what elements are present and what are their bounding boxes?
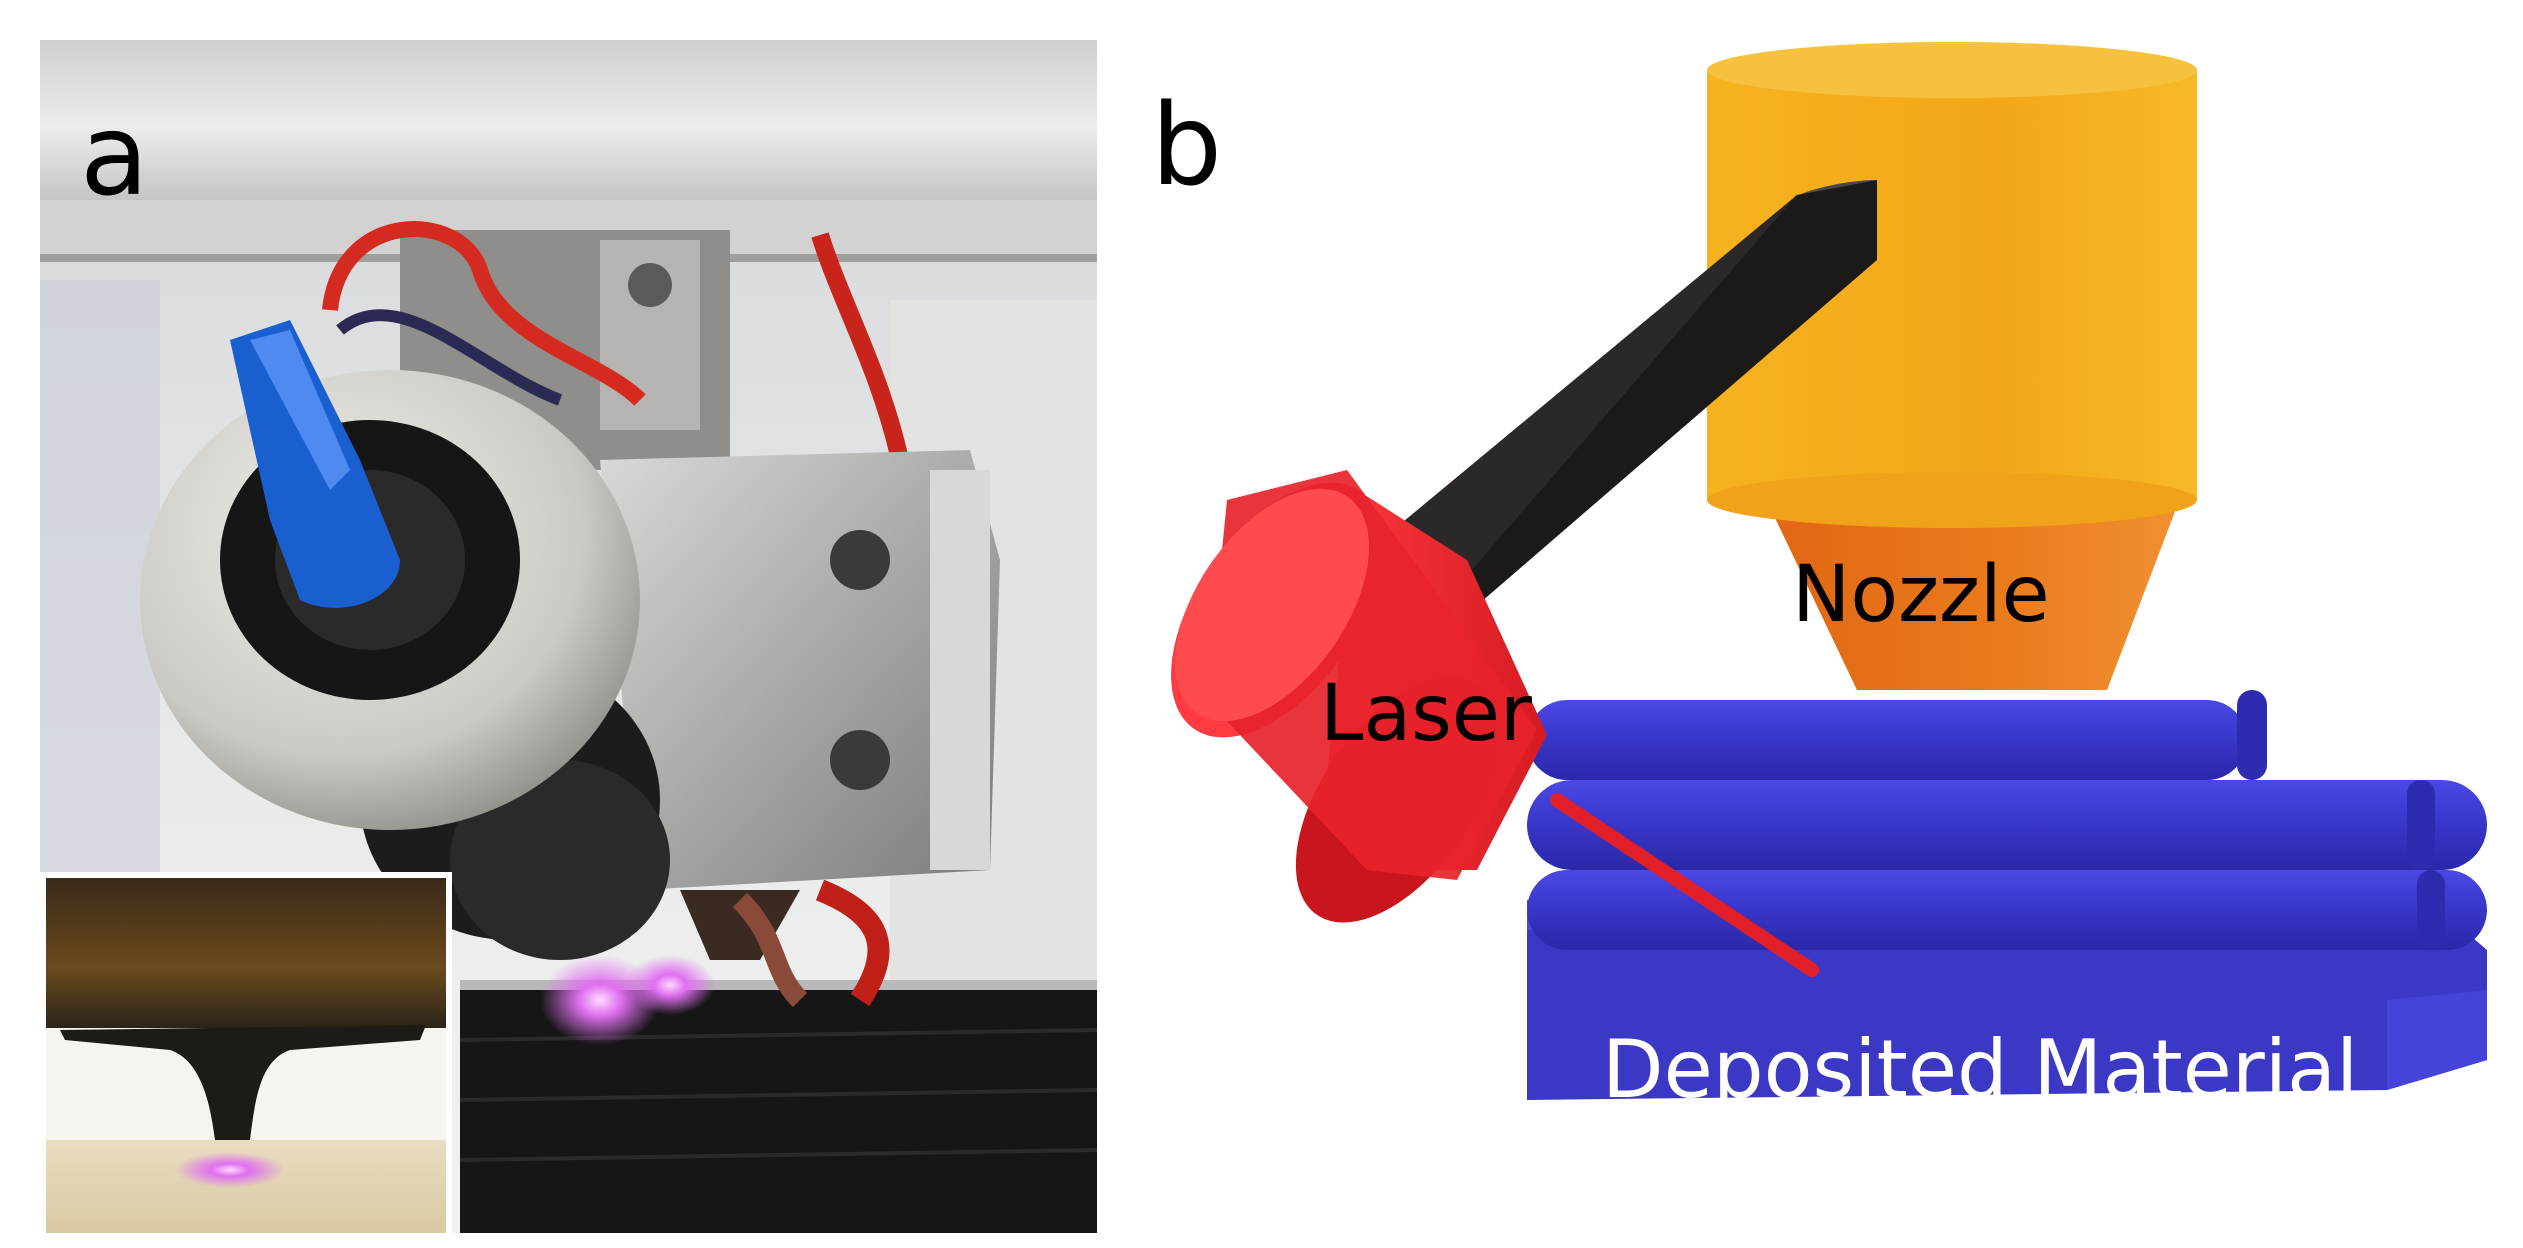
panel-a-photo: a [40, 40, 1097, 1233]
panel-b-letter: b [1151, 81, 1223, 211]
nozzle [1707, 42, 2197, 690]
deposited-material-label: Deposited Material [1602, 1023, 2359, 1116]
laser-label: Laser [1320, 669, 1532, 759]
mounting-arm [1357, 180, 1877, 640]
panel-b-diagram: b Nozzle Laser Deposited Material [1097, 0, 2523, 1248]
laser-beam [1550, 793, 1819, 977]
inset-photo [40, 872, 452, 1233]
laser-body [1171, 470, 1547, 923]
nozzle-label: Nozzle [1792, 550, 2050, 640]
panel-a-letter: a [80, 91, 149, 221]
